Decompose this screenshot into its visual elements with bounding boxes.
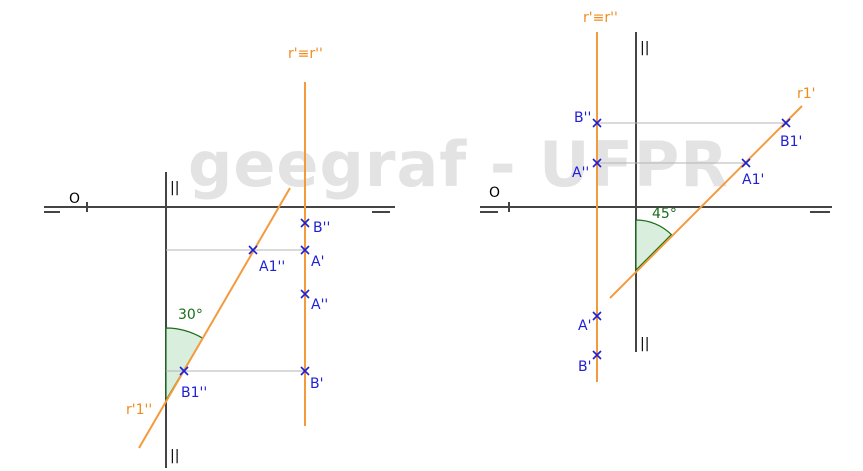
right-point-B1-p-label: B1' bbox=[780, 134, 802, 150]
right-angle-label: 45° bbox=[652, 206, 677, 222]
right-point-A-pp-mark bbox=[592, 158, 602, 168]
right-figure: O || || 45° r'≡r'' r1' B'' A'' B1' A1' A… bbox=[480, 10, 832, 382]
left-point-B-p-mark bbox=[300, 366, 310, 376]
right-origin-label: O bbox=[489, 185, 500, 201]
right-point-B-pp-label: B'' bbox=[574, 110, 591, 126]
right-plane-mark-top: || bbox=[640, 40, 649, 56]
left-origin-label: O bbox=[69, 191, 80, 207]
left-point-B1-pp-label: B1'' bbox=[181, 385, 207, 401]
left-angle-label: 30° bbox=[178, 307, 203, 323]
left-point-A-p-label: A' bbox=[311, 254, 324, 270]
left-point-A1-pp-label: A1'' bbox=[259, 259, 285, 275]
right-point-B-p-label: B' bbox=[578, 359, 591, 375]
right-point-B-pp-mark bbox=[592, 118, 602, 128]
left-rotated-line bbox=[138, 187, 291, 449]
left-figure: O || || 30° r'≡r'' r'1'' B'' A' A1'' A''… bbox=[44, 46, 395, 468]
watermark: geegraf - UFPR bbox=[188, 128, 729, 201]
right-point-A1-p-mark bbox=[741, 158, 751, 168]
left-point-A-pp-mark bbox=[300, 289, 310, 299]
left-point-A-p-mark bbox=[300, 245, 310, 255]
left-line-r-label: r'≡r'' bbox=[288, 46, 323, 62]
right-point-B-p-mark bbox=[592, 350, 602, 360]
right-rotated-line bbox=[609, 105, 803, 299]
right-line-r-label: r'≡r'' bbox=[583, 10, 618, 26]
right-point-A-p-label: A' bbox=[578, 318, 591, 334]
left-point-B-pp-mark bbox=[300, 218, 310, 228]
left-point-B-p-label: B' bbox=[310, 376, 323, 392]
right-point-A1-p-label: A1' bbox=[742, 172, 764, 188]
left-plane-mark-top: || bbox=[170, 180, 179, 196]
right-point-A-p-mark bbox=[592, 311, 602, 321]
right-point-A-pp-label: A'' bbox=[572, 165, 589, 181]
right-plane-mark-bottom: || bbox=[640, 336, 649, 352]
left-point-A-pp-label: A'' bbox=[311, 297, 328, 313]
right-rotated-line-label: r1' bbox=[797, 86, 816, 102]
left-point-B-pp-label: B'' bbox=[313, 220, 330, 236]
right-angle-sector bbox=[635, 219, 673, 272]
left-point-B1-pp-mark bbox=[179, 366, 189, 376]
right-point-B1-p-mark bbox=[781, 118, 791, 128]
left-plane-mark-bottom: || bbox=[170, 448, 179, 464]
left-rotated-line-label: r'1'' bbox=[126, 402, 152, 418]
left-point-A1-pp-mark bbox=[248, 245, 258, 255]
